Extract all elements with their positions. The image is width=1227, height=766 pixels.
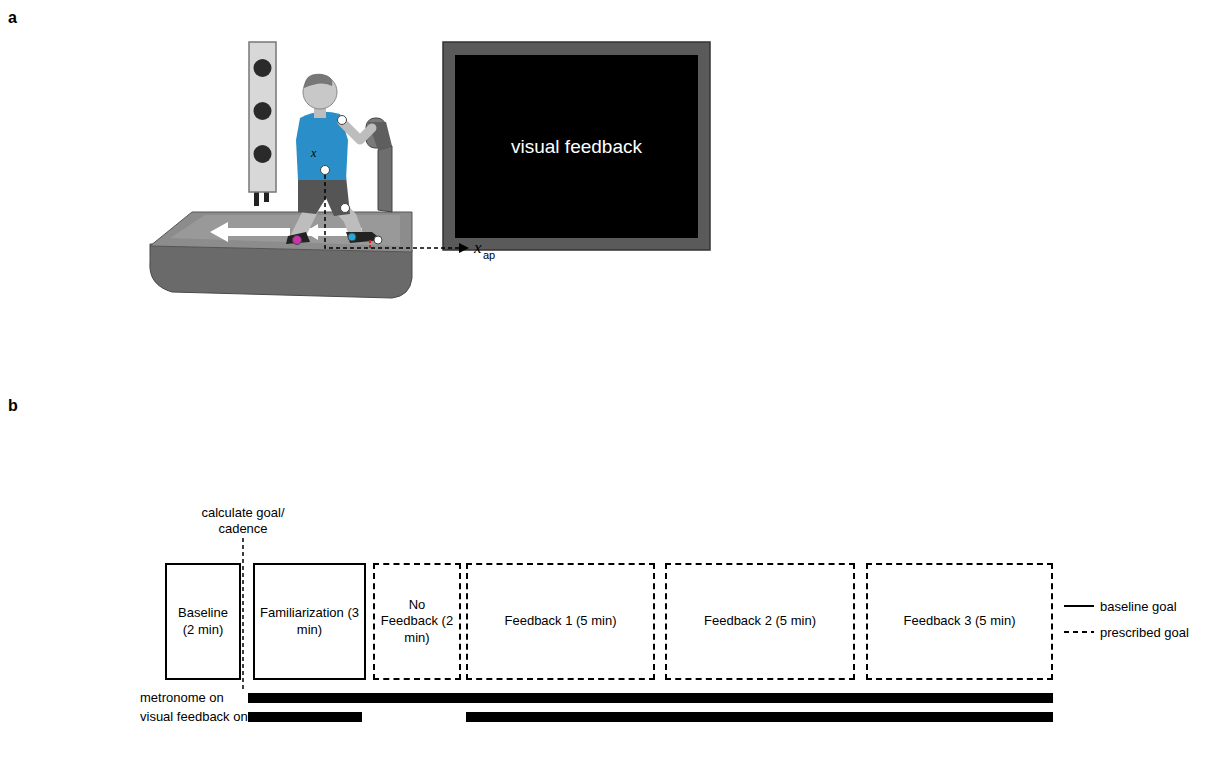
legend-line	[1062, 624, 1096, 640]
legend-text: prescribed goal	[1100, 625, 1189, 640]
phase-label: Feedback 2 (5 min)	[700, 611, 820, 631]
row-label: visual feedback on	[140, 709, 248, 725]
legend-text: baseline goal	[1100, 599, 1177, 614]
walking-person	[286, 74, 382, 245]
measurement-lines	[325, 175, 468, 248]
phase-label: Feedback 1 (5 min)	[501, 611, 621, 631]
row-label: metronome on	[140, 690, 224, 706]
phase-label: Feedback 3 (5 min)	[900, 611, 1020, 631]
phase-box: Baseline (2 min)	[165, 563, 241, 680]
light-tower	[249, 42, 276, 206]
feedback-bar	[248, 712, 362, 722]
axis-subscript: ap	[483, 249, 495, 262]
screen-text: visual feedback	[507, 133, 646, 161]
metronome-bar	[248, 693, 1053, 703]
axis-symbol: x	[474, 238, 482, 258]
phase-label: Baseline (2 min)	[167, 603, 239, 640]
phase-box: Feedback 1 (5 min)	[466, 563, 655, 680]
phase-label: Familiarization (3 min)	[255, 603, 364, 640]
treadmill	[150, 212, 412, 298]
phase-box: Feedback 3 (5 min)	[866, 563, 1053, 680]
legend-entry: baseline goal	[1062, 598, 1177, 614]
phase-box: Familiarization (3 min)	[253, 563, 366, 680]
legend-entry: prescribed goal	[1062, 624, 1189, 640]
phase-box: Feedback 2 (5 min)	[665, 563, 855, 680]
marker-symbol: x	[311, 146, 316, 160]
panel-letter: a	[8, 8, 17, 27]
legend-line	[1062, 598, 1096, 614]
panel-letter: b	[8, 396, 18, 415]
phase-box: No Feedback (2 min)	[373, 563, 461, 680]
event-label: calculate goal/ cadence	[195, 505, 291, 536]
monitor-screen: visual feedback	[455, 55, 698, 238]
event-line	[242, 538, 244, 690]
phase-label: No Feedback (2 min)	[375, 595, 459, 648]
monitor-frame	[443, 42, 710, 250]
feedback-bar	[466, 712, 1053, 722]
